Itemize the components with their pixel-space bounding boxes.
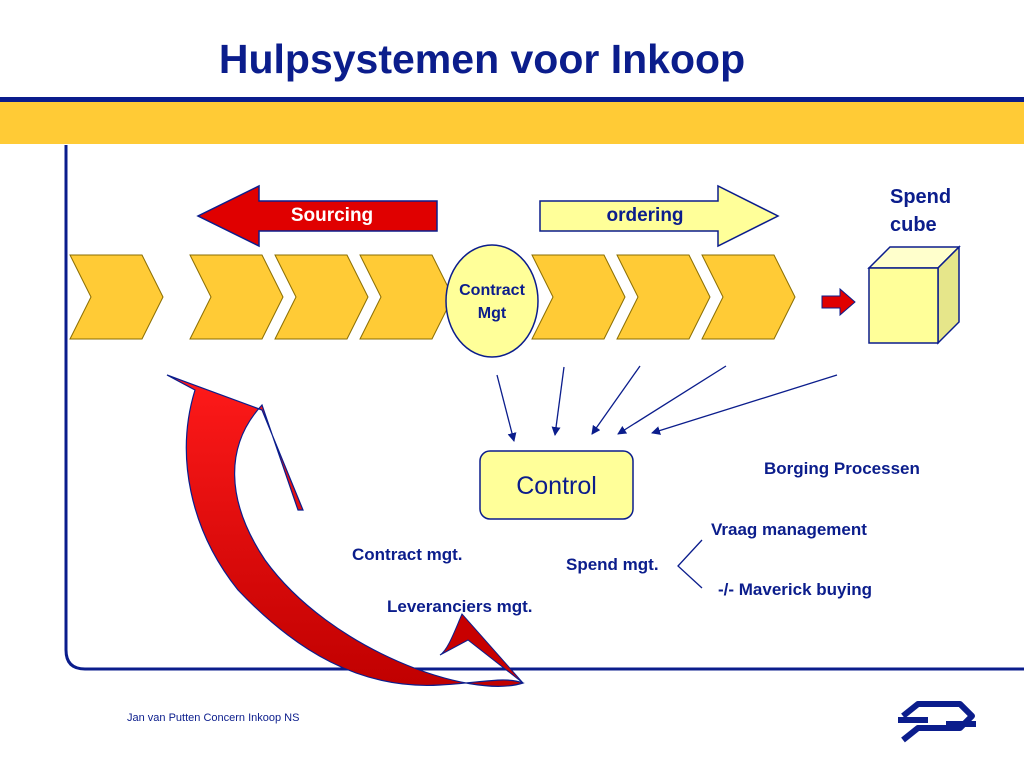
page-title: Hulpsystemen voor Inkoop: [218, 36, 746, 82]
content-frame: [64, 145, 1024, 671]
ordering-arrow: [539, 184, 780, 248]
vraag-management-label: Vraag management: [711, 520, 867, 539]
flow-line-1: [496, 374, 517, 442]
process-chevron-5: [531, 254, 626, 340]
process-chevron-3: [274, 254, 369, 340]
flow-line-5: [651, 374, 838, 435]
spend-cube-label-line1: Spend: [890, 186, 952, 208]
flow-line-3: [591, 365, 641, 435]
maverick-buying-label: -/- Maverick buying: [718, 580, 872, 599]
contract-mgt-label-line2: Mgt: [477, 305, 507, 322]
ns-logo-icon: [898, 701, 976, 743]
spend-mgt-label: Spend mgt.: [566, 555, 659, 574]
sourcing-label: Sourcing: [290, 205, 374, 226]
sourcing-arrow: [196, 184, 438, 248]
process-chevron-4: [359, 254, 454, 340]
header-rule: [0, 97, 1024, 102]
borging-processen-label: Borging Processen: [764, 459, 920, 478]
contract-mgt-label-line1: Contract: [459, 282, 525, 299]
process-chevron-6: [616, 254, 711, 340]
process-chevron-2: [189, 254, 284, 340]
feedback-curved-arrow: [166, 374, 525, 687]
header-band: [0, 102, 1024, 144]
flow-line-2: [551, 366, 565, 436]
leveranciers-mgt-label: Leveranciers mgt.: [387, 597, 533, 616]
footer-author: Jan van Putten Concern Inkoop NS: [127, 712, 300, 724]
contract-mgt-label: Contract mgt.: [352, 545, 463, 564]
process-chevron-1: [69, 254, 164, 340]
control-label: Control: [516, 472, 597, 500]
to-spend-cube-arrow: [821, 287, 856, 317]
spend-mgt-bracket: [677, 539, 703, 589]
spend-cube-label-line2: cube: [890, 214, 937, 236]
contract-mgt-node: [445, 244, 539, 358]
ordering-label: ordering: [606, 205, 684, 226]
process-chevron-7: [701, 254, 796, 340]
spend-cube-icon: [867, 245, 961, 345]
control-box: [479, 450, 634, 520]
flow-line-4: [617, 365, 727, 435]
